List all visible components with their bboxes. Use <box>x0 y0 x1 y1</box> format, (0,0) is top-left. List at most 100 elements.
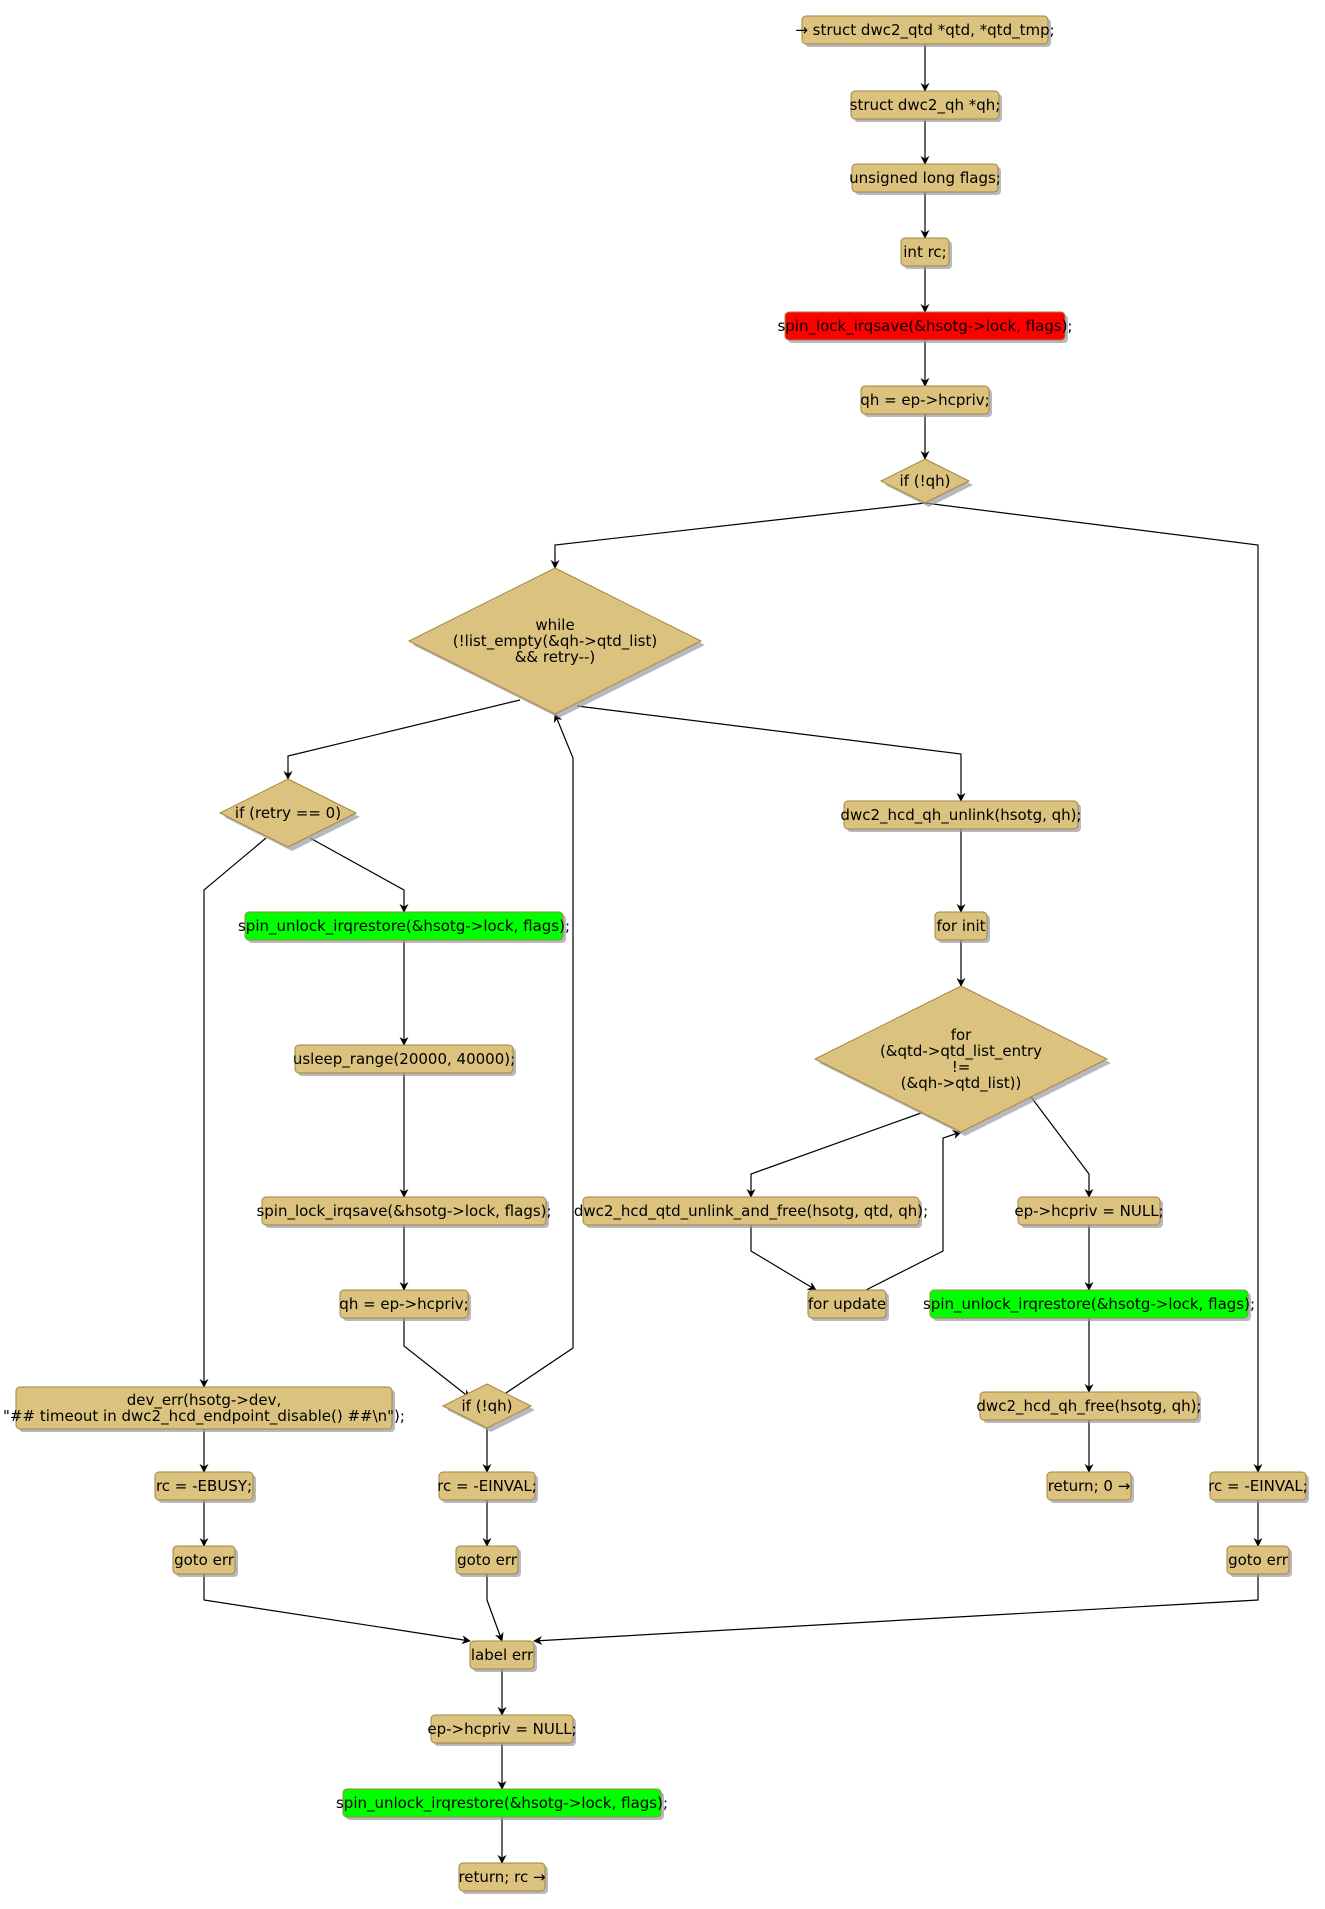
statement-box <box>1046 1471 1132 1501</box>
node-label: goto err <box>1228 1551 1289 1569</box>
statement-qh-decl: struct dwc2_qh *qh; <box>850 90 1002 122</box>
edge-while-to-ifretry <box>283 699 521 780</box>
node-label: dwc2_hcd_qh_free(hsotg, qh); <box>976 1397 1201 1416</box>
statement-box <box>850 90 1000 120</box>
statement-box <box>154 1471 254 1501</box>
node-label: qh = ep->hcpriv; <box>860 391 989 409</box>
node-label: goto err <box>174 1551 235 1569</box>
edge-ifqh1-to-einval2 <box>924 502 1263 1473</box>
statement-qh2: qh = ep->hcpriv; <box>339 1289 471 1321</box>
edge-for-to-qtdfree <box>746 1112 922 1198</box>
decision-shape <box>407 567 703 715</box>
edge-goto2-to-labelerr <box>486 1574 504 1642</box>
node-label: struct dwc2_qh *qh; <box>850 96 1001 115</box>
statement-goto2: goto err <box>455 1545 521 1577</box>
decision-ifretry: if (retry == 0) <box>218 778 360 851</box>
node-label: qh = ep->hcpriv; <box>339 1295 468 1313</box>
statement-rc: int rc; <box>900 237 952 269</box>
node-label: dwc2_hcd_qh_unlink(hsotg, qh); <box>840 806 1081 825</box>
decision-shape <box>441 1383 533 1429</box>
statement-labelerr: label err <box>469 1640 537 1672</box>
statement-box <box>172 1545 236 1575</box>
statement-box <box>851 163 999 193</box>
statement-ebusy: rc = -EBUSY; <box>154 1471 256 1503</box>
node-label: label err <box>471 1646 534 1664</box>
statement-box <box>843 800 1079 830</box>
node-label: → struct dwc2_qtd *qtd, *qtd_tmp; <box>795 21 1054 40</box>
statement-unlink: dwc2_hcd_qh_unlink(hsotg, qh); <box>840 800 1082 832</box>
statement-box <box>860 385 990 415</box>
statement-unlock1: spin_unlock_irqrestore(&hsotg->lock, fla… <box>238 911 570 943</box>
node-label: spin_lock_irqsave(&hsotg->lock, flags); <box>777 317 1072 336</box>
node-label: usleep_range(20000, 40000); <box>293 1050 515 1069</box>
node-label: while <box>535 616 574 634</box>
decision-shape <box>813 985 1109 1133</box>
statement-box <box>261 1196 547 1226</box>
statement-usleep: usleep_range(20000, 40000); <box>293 1044 516 1076</box>
statement-box <box>784 311 1066 341</box>
node-label: ep->hcpriv = NULL; <box>1014 1202 1163 1220</box>
node-label: && retry--) <box>515 648 596 666</box>
statement-box <box>934 911 988 941</box>
node-label: != <box>952 1058 971 1076</box>
node-label: spin_unlock_irqrestore(&hsotg->lock, fla… <box>336 1794 668 1813</box>
node-label: for <box>951 1026 972 1044</box>
statement-lock1: spin_lock_irqsave(&hsotg->lock, flags); <box>777 311 1073 343</box>
statement-hcprivnull1: ep->hcpriv = NULL; <box>1014 1196 1164 1228</box>
node-label: ep->hcpriv = NULL; <box>427 1720 576 1738</box>
statement-box <box>900 237 950 267</box>
statement-box <box>807 1289 887 1319</box>
statement-box <box>458 1862 546 1892</box>
node-label: (&qh->qtd_list)) <box>901 1074 1022 1093</box>
edge-qtdfree-to-forupdate <box>750 1225 817 1291</box>
edge-ifqh1-to-while <box>550 502 926 569</box>
edge-ifqh2-to-while <box>505 713 574 1394</box>
statement-box <box>294 1044 514 1074</box>
statement-box <box>1226 1545 1290 1575</box>
statement-box <box>438 1471 536 1501</box>
statement-qtdfree: dwc2_hcd_qtd_unlink_and_free(hsotg, qtd,… <box>574 1196 928 1228</box>
decision-ifqh2: if (!qh) <box>441 1383 535 1432</box>
node-label: return; rc → <box>458 1868 545 1886</box>
statement-unlock2: spin_unlock_irqrestore(&hsotg->lock, fla… <box>923 1289 1255 1321</box>
statement-box <box>339 1289 469 1319</box>
node-label: int rc; <box>903 243 946 261</box>
statement-box <box>582 1196 920 1226</box>
edge-ifretry-to-deverr <box>199 837 267 1388</box>
statement-einval1: rc = -EINVAL; <box>437 1471 538 1503</box>
statement-box <box>455 1545 519 1575</box>
decision-shape <box>218 778 358 848</box>
decision-while: while(!list_empty(&qh->qtd_list)&& retry… <box>407 567 705 718</box>
node-label: spin_unlock_irqrestore(&hsotg->lock, fla… <box>238 917 570 936</box>
edge-qh2-to-ifqh2 <box>403 1318 471 1399</box>
statement-lock2: spin_lock_irqsave(&hsotg->lock, flags); <box>256 1196 552 1228</box>
statement-box <box>1017 1196 1161 1226</box>
edge-goto1-to-labelerr <box>203 1574 471 1645</box>
node-label: if (!qh) <box>900 472 951 490</box>
statement-goto3: goto err <box>1226 1545 1292 1577</box>
node-label: dev_err(hsotg->dev, <box>127 1391 282 1410</box>
node-label: goto err <box>457 1551 518 1569</box>
decision-shape <box>879 458 971 504</box>
edge-for-to-hcprivnull1 <box>1030 1096 1094 1198</box>
statement-box <box>342 1788 662 1818</box>
statement-einval2: rc = -EINVAL; <box>1208 1471 1309 1503</box>
node-label: rc = -EINVAL; <box>1208 1477 1308 1495</box>
node-label: if (!qh) <box>462 1397 513 1415</box>
edge-goto3-to-labelerr <box>533 1574 1259 1646</box>
statement-hcprivnull2: ep->hcpriv = NULL; <box>427 1714 577 1746</box>
statement-box <box>929 1289 1249 1319</box>
statement-forinit: for init <box>934 911 990 943</box>
node-label: rc = -EINVAL; <box>437 1477 537 1495</box>
node-label: rc = -EBUSY; <box>156 1477 252 1495</box>
node-label: if (retry == 0) <box>235 804 341 822</box>
statement-box <box>979 1391 1199 1421</box>
statement-start: → struct dwc2_qtd *qtd, *qtd_tmp; <box>795 15 1055 47</box>
statement-retrc: return; rc → <box>458 1862 548 1894</box>
statement-goto1: goto err <box>172 1545 238 1577</box>
decision-for: for(&qtd->qtd_list_entry!=(&qh->qtd_list… <box>813 985 1111 1136</box>
edge-forupdate-to-for <box>865 1130 962 1291</box>
statement-box <box>469 1640 535 1670</box>
node-label: "## timeout in dwc2_hcd_endpoint_disable… <box>3 1407 405 1426</box>
